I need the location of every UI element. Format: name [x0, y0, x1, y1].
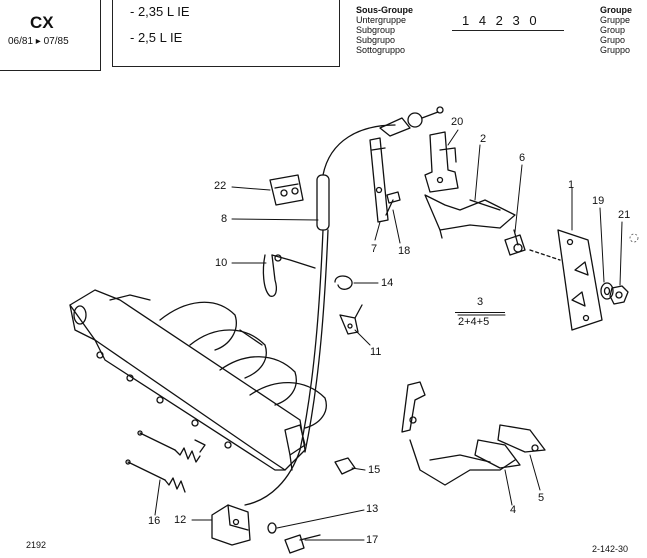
callout-10: 10	[215, 257, 228, 269]
callout-11: 11	[370, 346, 382, 358]
variant-box	[112, 0, 340, 67]
callout-21: 21	[618, 209, 631, 221]
washer-13-drawing	[267, 522, 277, 534]
subgroup-label-3: Subgrupo	[356, 35, 396, 45]
bracket-20-drawing	[424, 131, 459, 193]
lever-4-5-drawing	[401, 381, 546, 486]
header: CX 06/81 ▸ 07/85 - 2,35 L IE - 2,5 L IE …	[0, 0, 647, 72]
callout-20: 20	[451, 116, 464, 128]
footer-left-code: 2192	[26, 540, 47, 550]
model-dates: 06/81 ▸ 07/85	[8, 36, 69, 47]
callout-7: 7	[371, 243, 378, 255]
subgroup-label-2: Subgroup	[356, 25, 396, 35]
group-label-3: Grupo	[600, 35, 626, 45]
group-label-2: Group	[600, 25, 626, 35]
spring-16-drawing	[125, 430, 206, 493]
footer-right-code: 2-142-30	[592, 544, 629, 554]
subgroup-label-4: Sottogruppo	[356, 45, 406, 55]
callout-12: 12	[174, 514, 187, 526]
group-code: 1 4 2 3 0	[462, 13, 540, 28]
throttle-cable-drawing	[244, 106, 444, 506]
group-label-0: Groupe	[600, 5, 633, 15]
formula-divider	[455, 312, 505, 313]
bracket-12-drawing	[211, 504, 251, 546]
group-label-4: Gruppo	[600, 45, 631, 55]
group-label-1: Gruppe	[600, 15, 631, 25]
model-box	[0, 0, 101, 71]
variant-1: - 2,35 L IE	[130, 4, 190, 19]
intake-manifold-drawing	[69, 289, 327, 471]
model-name: CX	[30, 13, 54, 32]
bolt-17-drawing	[284, 534, 321, 554]
callout-22: 22	[214, 180, 227, 192]
subgroup-label-1: Untergruppe	[356, 15, 407, 25]
leader-lines	[154, 129, 623, 541]
callout-2: 2	[480, 133, 487, 145]
callout-16: 16	[148, 515, 161, 527]
bracket-22-drawing	[269, 174, 304, 206]
callout-18: 18	[398, 245, 411, 257]
code-underline	[452, 30, 564, 31]
variant-2: - 2,5 L IE	[130, 30, 183, 45]
callout-6: 6	[519, 152, 526, 164]
callout-13: 13	[366, 503, 379, 515]
clip-14-drawing	[334, 275, 353, 290]
callout-8: 8	[221, 213, 228, 225]
washer-19-drawing	[600, 282, 614, 300]
subgroup-label-0: Sous-Groupe	[356, 5, 414, 15]
callout-19: 19	[592, 195, 605, 207]
callout-17: 17	[366, 534, 379, 546]
nut-21-drawing	[609, 285, 629, 305]
callout-4: 4	[510, 504, 517, 516]
clip-15-drawing	[334, 457, 356, 475]
formula-bottom: 2+4+5	[458, 316, 490, 328]
screw-6-drawing	[504, 229, 526, 256]
cable-end-10-drawing	[262, 254, 316, 297]
callout-15: 15	[368, 464, 381, 476]
lever-2-drawing	[424, 194, 516, 239]
bolt-18-drawing	[385, 191, 401, 216]
support-7-drawing	[369, 137, 389, 223]
plate-1-drawing	[557, 229, 603, 331]
callout-5: 5	[538, 492, 545, 504]
bracket-11-drawing	[339, 304, 363, 335]
formula-top: 3	[477, 296, 484, 308]
callout-1: 1	[568, 179, 575, 191]
callout-14: 14	[381, 277, 394, 289]
